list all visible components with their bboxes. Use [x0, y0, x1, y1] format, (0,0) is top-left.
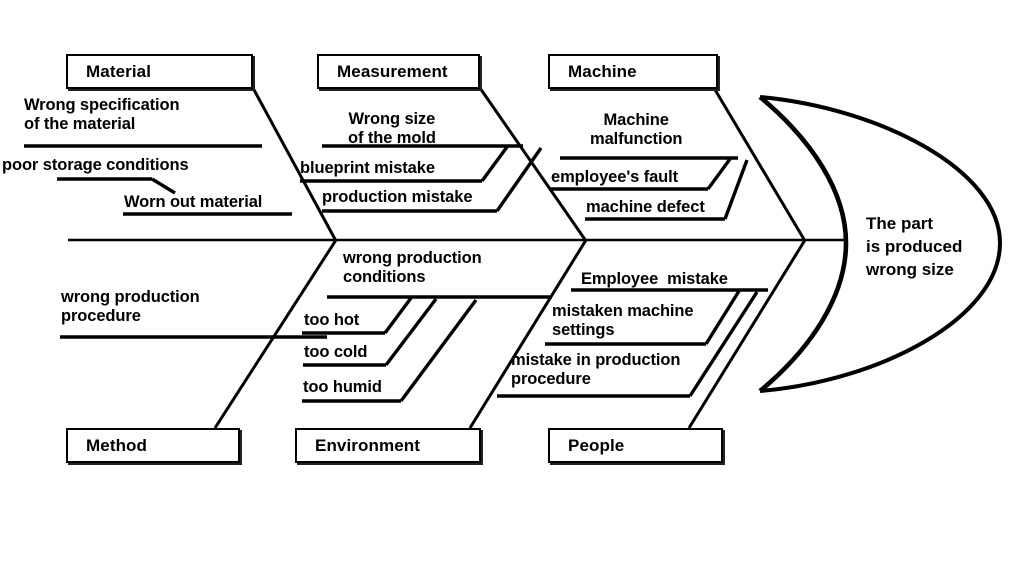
cause-material-wrong-specification: Wrong specification of the material	[24, 96, 180, 133]
cause-connector-environment-4	[399, 298, 478, 403]
rib-method	[213, 239, 338, 429]
cause-connector-environment-2	[383, 296, 413, 335]
category-box-method[interactable]: Method	[66, 428, 240, 463]
fish-head-outer-arc	[759, 95, 1003, 393]
category-box-environment[interactable]: Environment	[295, 428, 481, 463]
cause-people-mistaken-settings: mistaken machine settings	[552, 302, 694, 339]
cause-environment-too-cold: too cold	[304, 343, 368, 361]
cause-environment-too-humid: too humid	[303, 378, 382, 396]
category-label-measurement: Measurement	[337, 62, 448, 81]
cause-connector-people-2	[704, 290, 741, 345]
rib-environment	[468, 239, 588, 429]
cause-material-poor-storage: poor storage conditions	[2, 156, 189, 174]
rib-material	[251, 87, 338, 242]
category-box-material[interactable]: Material	[66, 54, 253, 89]
category-label-machine: Machine	[568, 62, 637, 81]
cause-connector-measurement-3	[495, 147, 543, 212]
cause-material-worn-out: Worn out material	[124, 193, 263, 211]
cause-connector-machine-3	[723, 159, 749, 220]
category-label-method: Method	[86, 436, 148, 455]
rib-machine	[712, 87, 807, 242]
cause-machine-malfunction: Machine malfunction	[590, 111, 683, 148]
cause-connector-material-2	[151, 177, 176, 195]
category-label-people: People	[568, 436, 625, 455]
cause-connector-people-3	[688, 291, 759, 397]
cause-measurement-production-mistake: production mistake	[322, 188, 473, 206]
category-box-people[interactable]: People	[548, 428, 723, 463]
cause-people-employee-mistake: Employee mistake	[581, 270, 728, 288]
effect-statement: The part is produced wrong size	[866, 214, 963, 279]
cause-connector-measurement-2	[480, 145, 509, 183]
cause-environment-too-hot: too hot	[304, 311, 360, 329]
category-label-material: Material	[86, 62, 152, 81]
rib-people	[687, 239, 807, 429]
category-box-measurement[interactable]: Measurement	[317, 54, 480, 89]
cause-connector-machine-2	[706, 157, 732, 191]
cause-measurement-blueprint: blueprint mistake	[300, 159, 435, 177]
rib-measurement	[478, 87, 588, 242]
fish-head-inner-arc	[758, 95, 849, 393]
cause-measurement-wrong-size: Wrong size of the mold	[348, 110, 436, 147]
cause-connector-environment-3	[384, 297, 438, 367]
cause-machine-employees-fault: employee's fault	[551, 168, 679, 186]
cause-people-mistake-in-procedure: mistake in production procedure	[511, 351, 681, 388]
cause-environment-wrong-conditions: wrong production conditions	[343, 249, 482, 286]
cause-machine-defect: machine defect	[586, 198, 705, 216]
cause-method-wrong-procedure: wrong production procedure	[61, 288, 200, 325]
category-label-environment: Environment	[315, 436, 421, 455]
category-box-machine[interactable]: Machine	[548, 54, 718, 89]
